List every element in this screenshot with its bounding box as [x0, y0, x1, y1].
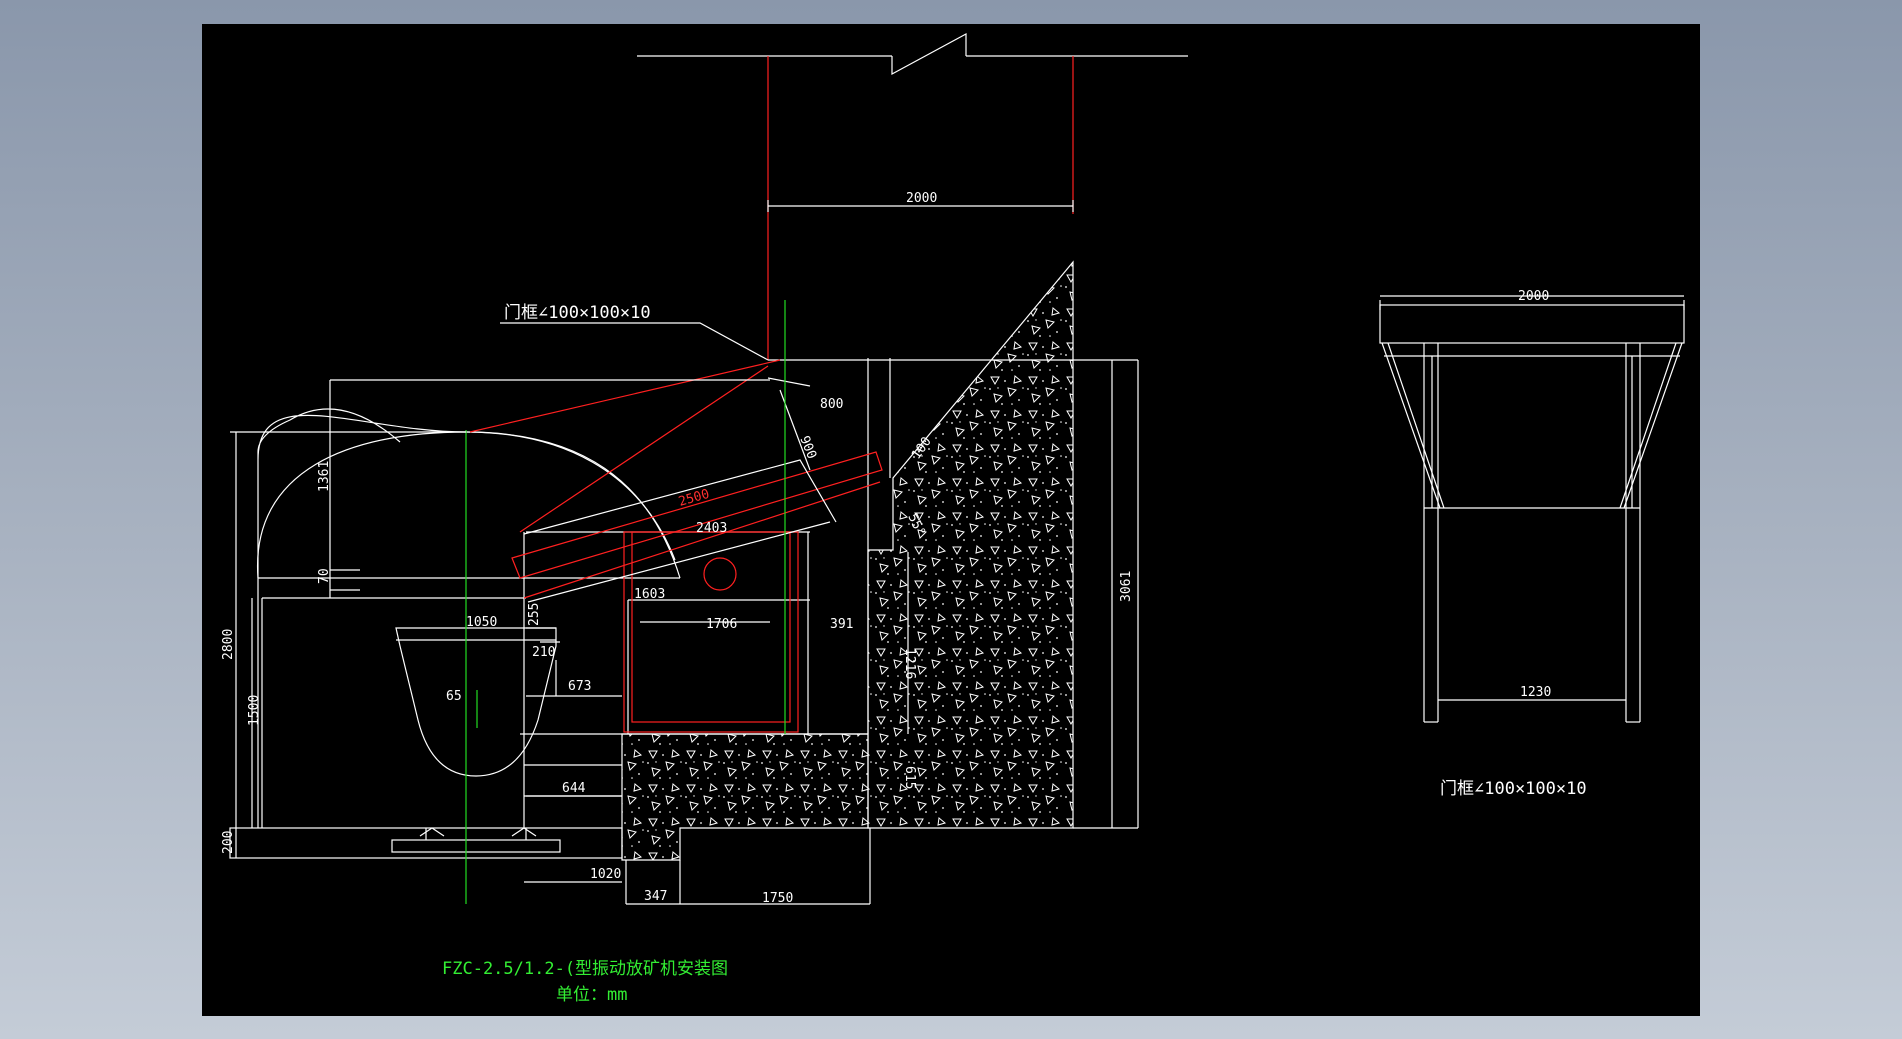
tunnel-arch — [257, 408, 681, 579]
ore-pass-walls — [767, 56, 1074, 360]
dim-644-text: 644 — [562, 781, 586, 796]
top-break-line — [637, 32, 1188, 76]
dim-2000-shaft-text: 2000 — [906, 191, 937, 206]
side-dim-1230-text: 1230 — [1520, 685, 1551, 700]
dim-673-text: 673 — [568, 679, 591, 694]
dim-255-text: 255 — [527, 603, 542, 626]
dim-2800-text: 2800 — [221, 629, 236, 660]
drawing-unit: 单位：mm — [556, 985, 627, 1005]
door-frame-callout-text: 门框∠100×100×10 — [504, 303, 651, 323]
vibrating-feeder-pan — [523, 377, 837, 603]
dim-65-text: 65 — [446, 689, 462, 704]
main-section-view — [229, 32, 1188, 905]
dim-1216-text: 1216 — [902, 648, 917, 679]
centerlines-green — [465, 300, 786, 904]
concrete-wall-triangle — [867, 260, 1074, 829]
dim-615-text: 615 — [902, 766, 917, 789]
door-frame-leader — [500, 322, 769, 361]
dim-1361-text: 1361 — [317, 461, 332, 492]
dim-2403-text: 2403 — [696, 521, 727, 536]
dim-200-text: 200 — [221, 831, 236, 854]
feeder-chute-red — [469, 359, 883, 733]
mine-car-body — [395, 627, 557, 777]
dim-1020-text: 1020 — [590, 867, 621, 882]
left-dimensions — [230, 379, 770, 858]
dim-3061-text: 3061 — [1119, 571, 1134, 602]
dim-210-text: 210 — [532, 645, 555, 660]
dim-1706-text: 1706 — [706, 617, 737, 632]
dim-70-text: 70 — [317, 568, 332, 584]
concrete-base-block — [621, 733, 869, 861]
dim-1050-text: 1050 — [466, 615, 497, 630]
dim-1500-text: 1500 — [247, 695, 262, 726]
rail-base — [391, 839, 561, 853]
dim-1603-text: 1603 — [634, 587, 665, 602]
dim-2500-text: 2500 — [677, 487, 711, 510]
dim-800-text: 800 — [820, 397, 843, 412]
dim-900-text: 900 — [796, 434, 819, 461]
dim-2000-shaft — [767, 200, 1074, 212]
drawing-title: FZC-2.5/1.2-(型振动放矿机安装图 — [442, 959, 728, 979]
lower-dimensions — [524, 360, 1113, 905]
side-view-caption: 门框∠100×100×10 — [1440, 779, 1587, 799]
door-frame-side-view — [1379, 295, 1685, 723]
dim-391-text: 391 — [830, 617, 853, 632]
dim-347-text: 347 — [644, 889, 667, 904]
side-dim-2000-text: 2000 — [1518, 289, 1549, 304]
dim-1750-text: 1750 — [762, 891, 793, 906]
